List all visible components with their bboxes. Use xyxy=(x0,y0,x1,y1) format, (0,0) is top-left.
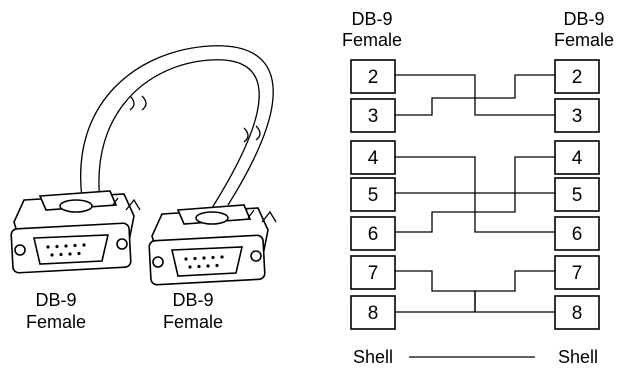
right-pin-box xyxy=(554,98,600,133)
right-header-gender: Female xyxy=(554,30,614,50)
cable-illustration: DB-9 Female DB-9 Female xyxy=(10,45,277,332)
right-pin-number: 6 xyxy=(572,224,583,245)
right-pin-3: 3 xyxy=(554,98,600,133)
right-pin-5: 5 xyxy=(554,177,600,212)
connector-b-gender: Female xyxy=(163,312,223,332)
left-pin-number: 7 xyxy=(368,263,379,284)
wire-7-to-8 xyxy=(395,270,555,313)
left-pin-6: 6 xyxy=(350,216,396,251)
left-pin-number: 4 xyxy=(368,148,379,169)
left-pin-5: 5 xyxy=(350,177,396,212)
left-pin-number: 5 xyxy=(368,185,379,206)
right-pin-7: 7 xyxy=(554,255,600,290)
wire-8-to-7 xyxy=(395,270,555,313)
wire-2-to-3 xyxy=(395,74,555,99)
connector-a-gender: Female xyxy=(26,312,86,332)
wire-4-to-6 xyxy=(395,156,555,233)
left-pin-box xyxy=(350,177,396,212)
right-pin-number: 5 xyxy=(572,185,583,206)
left-pin-2: 2 xyxy=(350,59,396,94)
connector-b-type: DB-9 xyxy=(172,290,213,310)
left-pin-box xyxy=(350,216,396,251)
left-pin-box xyxy=(350,295,396,330)
connector-a-type: DB-9 xyxy=(35,290,76,310)
left-pin-number: 6 xyxy=(368,224,379,245)
wiring-diagram: DB-9 Female DB-9 Female 2 3 4 5 6 7 8 2 3 4 5 6 7 8 S… xyxy=(342,9,614,367)
left-pin-box xyxy=(350,59,396,94)
left-header-type: DB-9 xyxy=(351,9,392,29)
left-pin-number: 2 xyxy=(368,67,379,88)
db9-connector-icon xyxy=(10,190,141,274)
right-pin-box xyxy=(554,255,600,290)
left-pin-3: 3 xyxy=(350,98,396,133)
left-pin-7: 7 xyxy=(350,255,396,290)
left-pin-number: 3 xyxy=(368,106,379,127)
left-pin-8: 8 xyxy=(350,295,396,330)
right-pin-box xyxy=(554,177,600,212)
right-header-type: DB-9 xyxy=(563,9,604,29)
db9-connector-icon xyxy=(148,204,277,286)
left-pin-number: 8 xyxy=(368,303,379,324)
right-pin-number: 3 xyxy=(572,106,583,127)
shell-left-label: Shell xyxy=(353,347,393,367)
right-pin-6: 6 xyxy=(554,216,600,251)
right-pin-2: 2 xyxy=(554,59,600,94)
right-pin-number: 2 xyxy=(572,67,583,88)
left-header-gender: Female xyxy=(342,30,402,50)
left-pin-box xyxy=(350,98,396,133)
cable-break-icon xyxy=(243,125,261,143)
left-pin-4: 4 xyxy=(350,140,396,175)
cable-break-icon xyxy=(129,95,147,111)
shell-right-label: Shell xyxy=(558,347,598,367)
right-pin-box xyxy=(554,216,600,251)
right-pin-box xyxy=(554,59,600,94)
right-pin-number: 7 xyxy=(572,263,583,284)
wire-3-to-2 xyxy=(395,97,555,116)
right-pin-number: 4 xyxy=(572,148,583,169)
right-pin-number: 8 xyxy=(572,303,583,324)
right-pin-box xyxy=(554,140,600,175)
wire-6-to-4 xyxy=(395,156,555,233)
right-pin-8: 8 xyxy=(554,295,600,330)
left-pin-box xyxy=(350,255,396,290)
right-pin-4: 4 xyxy=(554,140,600,175)
right-pin-box xyxy=(554,295,600,330)
